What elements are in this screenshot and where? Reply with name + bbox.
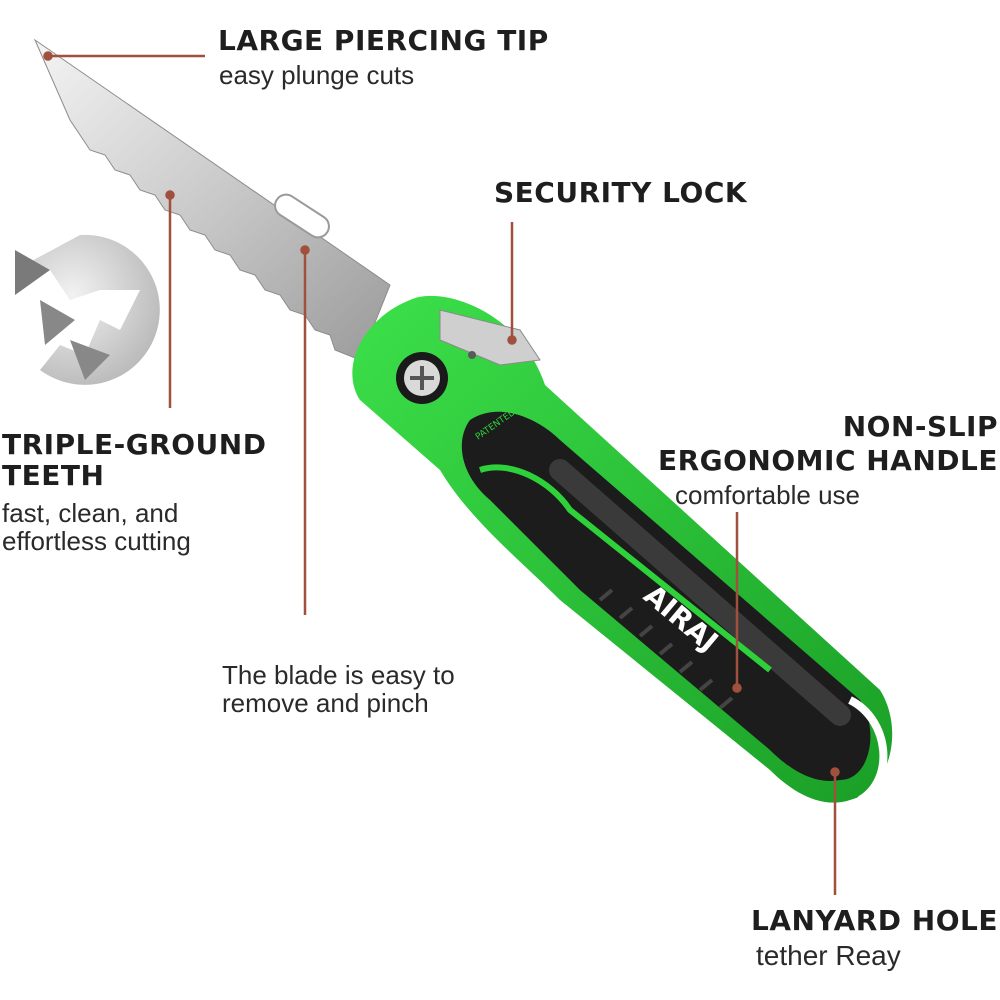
handle-title-line1: NON-SLIP [842,410,998,443]
lanyard-title: LANYARD HOLE [751,904,998,937]
handle-title-line2: ERGONOMIC HANDLE [657,444,998,477]
teeth-sub-line2: effortless cutting [2,526,191,556]
blade-sub-line1: The blade is easy to [222,660,455,690]
saw-handle [352,295,893,804]
pivot-screw-icon [396,351,476,404]
tip-sub: easy plunge cuts [219,60,415,90]
lanyard-sub: tether Reay [756,940,901,971]
security-lock-tab [439,309,541,366]
teeth-closeup-icon [15,234,160,385]
handle-grip-ridges [598,588,734,710]
blade-sub-line2: remove and pinch [222,688,429,718]
callout-lines [43,51,840,895]
saw-blade [33,38,391,361]
teeth-title-line1: TRIPLE-GROUND [2,428,267,461]
teeth-sub-line1: fast, clean, and [2,498,179,528]
teeth-title-line2: TEETH [2,459,105,492]
lock-title: SECURITY LOCK [494,176,748,209]
tip-title: LARGE PIERCING TIP [218,24,549,57]
handle-sub: comfortable use [675,480,860,510]
